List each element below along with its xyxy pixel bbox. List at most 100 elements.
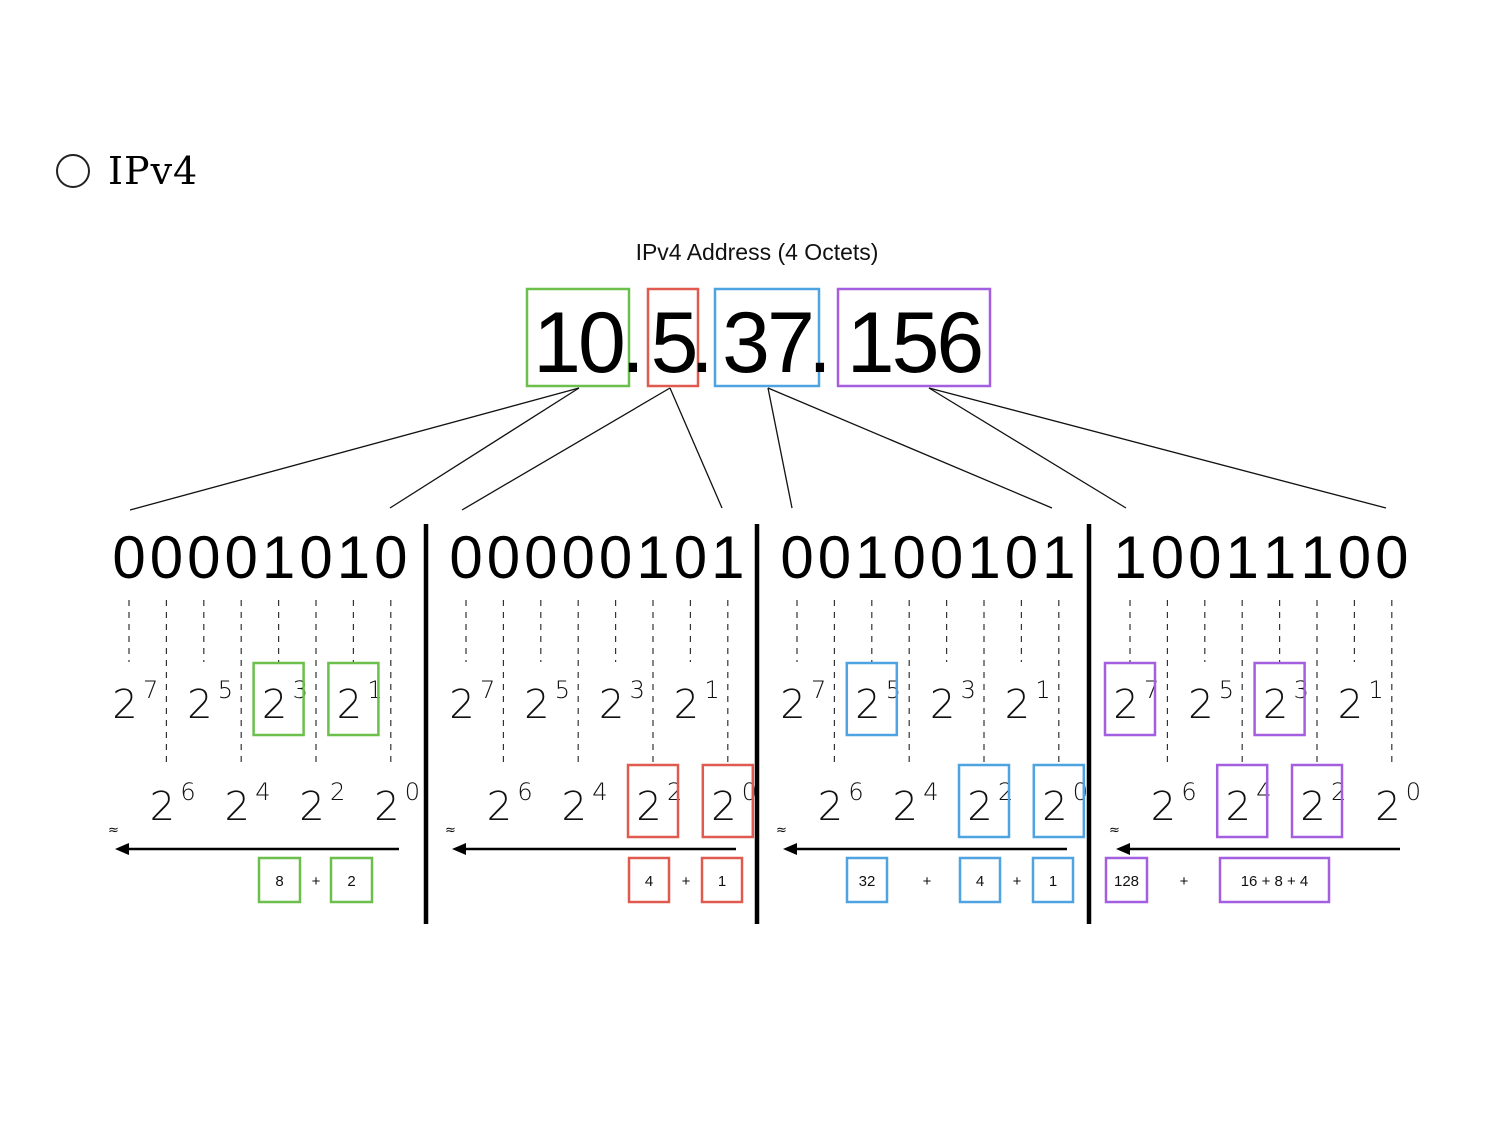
sum-term-box bbox=[1104, 856, 1149, 904]
binary-digit: 0 bbox=[187, 524, 220, 591]
power-of-two-base: 2 bbox=[892, 784, 917, 830]
power-of-two-exponent: 0 bbox=[1406, 778, 1421, 806]
power-of-two-base: 2 bbox=[780, 682, 805, 728]
power-of-two-exponent: 1 bbox=[704, 676, 719, 704]
approx-symbol: ≈ bbox=[108, 823, 119, 838]
sum-term-value: 128 bbox=[1114, 873, 1139, 890]
power-of-two-exponent: 4 bbox=[923, 778, 938, 806]
sum-term-value: 1 bbox=[1049, 873, 1057, 890]
power-of-two-base: 2 bbox=[1042, 784, 1067, 830]
binary-digit: 1 bbox=[262, 524, 295, 591]
sum-term-box bbox=[958, 856, 1002, 904]
power-of-two-exponent: 5 bbox=[1219, 676, 1234, 704]
octet-value-1: 10 bbox=[533, 295, 623, 391]
power-of-two-exponent: 6 bbox=[517, 778, 532, 806]
sum-term-box bbox=[329, 856, 374, 904]
power-of-two-base: 2 bbox=[1005, 682, 1030, 728]
power-of-two-exponent: 4 bbox=[1256, 778, 1271, 806]
power-of-two-base: 2 bbox=[711, 784, 736, 830]
power-of-two-exponent: 0 bbox=[742, 778, 757, 806]
power-of-two-exponent: 5 bbox=[886, 676, 901, 704]
power-of-two-exponent: 0 bbox=[1073, 778, 1088, 806]
power-of-two-exponent: 1 bbox=[1368, 676, 1383, 704]
power-of-two-exponent: 2 bbox=[998, 778, 1013, 806]
binary-digit: 0 bbox=[1151, 524, 1184, 591]
sum-term-value: 32 bbox=[859, 873, 876, 890]
direction-arrow-head bbox=[115, 843, 129, 855]
direction-arrow-head bbox=[783, 843, 797, 855]
binary-digit: 0 bbox=[562, 524, 595, 591]
power-of-two-base: 2 bbox=[524, 682, 549, 728]
power-of-two-base: 2 bbox=[674, 682, 699, 728]
power-of-two-base: 2 bbox=[599, 682, 624, 728]
octet-box-3 bbox=[713, 287, 821, 388]
binary-digit: 1 bbox=[1113, 524, 1146, 591]
power-of-two-exponent: 4 bbox=[255, 778, 270, 806]
address-dot-2: . bbox=[690, 295, 714, 391]
binary-digit: 0 bbox=[893, 524, 926, 591]
power-of-two-base: 2 bbox=[967, 784, 992, 830]
power-of-two-exponent: 2 bbox=[330, 778, 345, 806]
connector-line-3 bbox=[461, 387, 671, 511]
power-of-two-base: 2 bbox=[1263, 682, 1288, 728]
power-highlight-box bbox=[327, 661, 380, 737]
power-of-two-exponent: 3 bbox=[1294, 676, 1309, 704]
power-of-two-base: 2 bbox=[1225, 784, 1250, 830]
power-highlight-box bbox=[845, 661, 899, 737]
power-of-two-base: 2 bbox=[855, 682, 880, 728]
power-of-two-base: 2 bbox=[337, 682, 362, 728]
sum-term-box bbox=[627, 856, 671, 904]
power-of-two-base: 2 bbox=[449, 682, 474, 728]
sum-term-value: 8 bbox=[275, 873, 283, 890]
approx-symbol: ≈ bbox=[445, 823, 456, 838]
binary-digit: 1 bbox=[636, 524, 669, 591]
power-of-two-base: 2 bbox=[561, 784, 586, 830]
power-of-two-exponent: 3 bbox=[961, 676, 976, 704]
power-of-two-exponent: 7 bbox=[1144, 676, 1159, 704]
plus-sign: + bbox=[923, 873, 932, 890]
power-of-two-base: 2 bbox=[187, 682, 212, 728]
plus-sign: + bbox=[312, 873, 321, 890]
power-highlight-box bbox=[252, 661, 305, 737]
power-of-two-exponent: 3 bbox=[630, 676, 645, 704]
power-highlight-box bbox=[1032, 763, 1086, 839]
power-of-two-exponent: 1 bbox=[1035, 676, 1050, 704]
binary-digit: 0 bbox=[818, 524, 851, 591]
power-of-two-base: 2 bbox=[299, 784, 324, 830]
sum-term-box bbox=[257, 856, 302, 904]
heading-label: IPv4 bbox=[108, 149, 199, 193]
radio-button[interactable] bbox=[56, 154, 90, 188]
power-of-two-base: 2 bbox=[636, 784, 661, 830]
approx-symbol: ≈ bbox=[776, 823, 787, 838]
power-of-two-exponent: 5 bbox=[218, 676, 233, 704]
binary-digit: 0 bbox=[780, 524, 813, 591]
power-of-two-base: 2 bbox=[487, 784, 512, 830]
power-highlight-box bbox=[626, 763, 680, 839]
binary-digit: 1 bbox=[1300, 524, 1333, 591]
binary-digit: 0 bbox=[487, 524, 520, 591]
power-of-two-base: 2 bbox=[1300, 784, 1325, 830]
binary-digit: 1 bbox=[967, 524, 1000, 591]
octet-value-2: 5 bbox=[651, 295, 696, 391]
binary-digit: 0 bbox=[674, 524, 707, 591]
power-of-two-exponent: 6 bbox=[848, 778, 863, 806]
power-of-two-base: 2 bbox=[1375, 784, 1400, 830]
octet-value-4: 156 bbox=[847, 295, 982, 391]
sum-term-value: 2 bbox=[347, 873, 355, 890]
power-of-two-exponent: 4 bbox=[592, 778, 607, 806]
binary-digit: 0 bbox=[299, 524, 332, 591]
octet-box-1 bbox=[525, 287, 631, 388]
power-of-two-exponent: 7 bbox=[143, 676, 158, 704]
address-dot-1: . bbox=[621, 295, 645, 391]
binary-digit: 0 bbox=[374, 524, 407, 591]
sum-term-box bbox=[845, 856, 889, 904]
binary-digit: 0 bbox=[1375, 524, 1408, 591]
power-of-two-exponent: 3 bbox=[293, 676, 308, 704]
binary-digit: 1 bbox=[1226, 524, 1259, 591]
power-of-two-base: 2 bbox=[262, 682, 287, 728]
power-of-two-base: 2 bbox=[1151, 784, 1176, 830]
